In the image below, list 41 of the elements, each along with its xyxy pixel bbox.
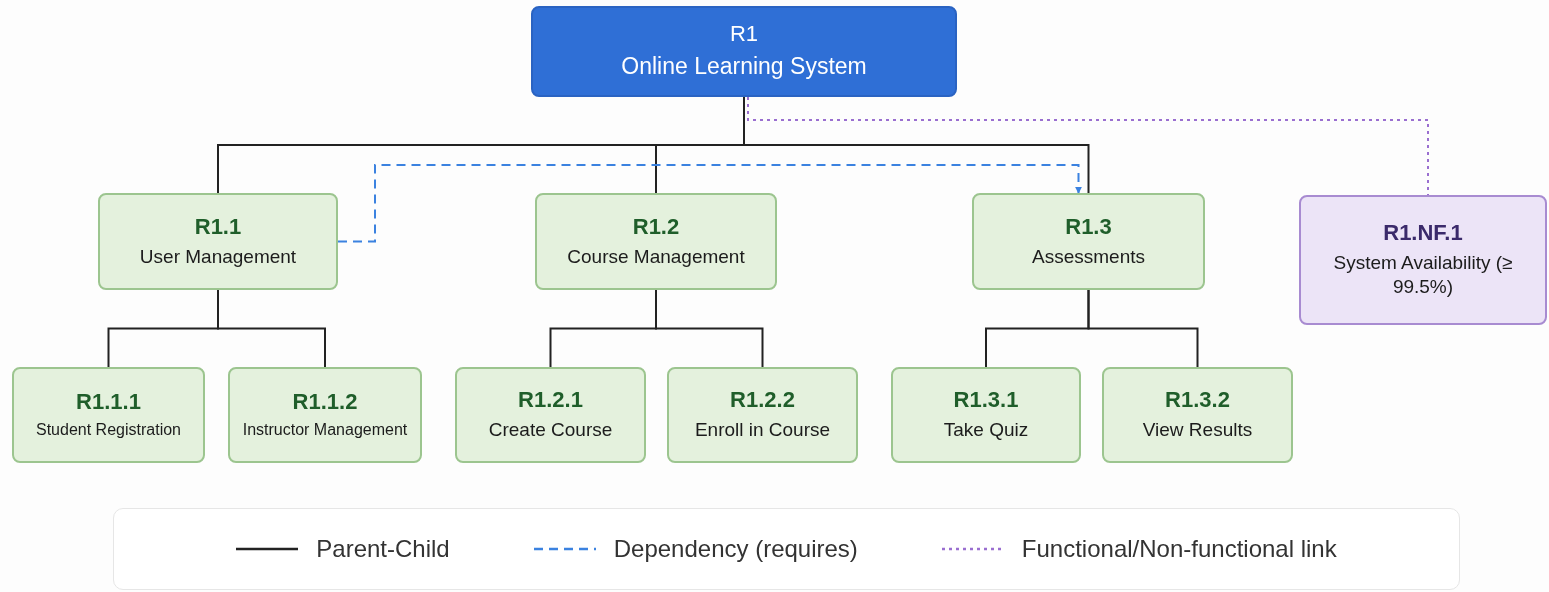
connector-line [217, 289, 326, 368]
requirement-id: R1.1.1 [76, 389, 141, 415]
requirement-box [891, 367, 1081, 463]
requirement-name: Take Quiz [942, 418, 1030, 442]
requirement-box [12, 367, 205, 463]
requirement-name: Assessments [1031, 244, 1146, 269]
requirement-id: R1.1 [194, 214, 242, 239]
legend-text: Dependency (requires) [613, 535, 858, 563]
legend-text: Functional/Non-functional link [1021, 535, 1337, 563]
requirement-name: Student Registration [35, 420, 182, 441]
requirement-id: R1.NF.1 [1383, 221, 1463, 246]
requirement-box [1102, 367, 1293, 463]
requirement-id: R1.1.2 [292, 389, 358, 415]
requirement-name: Create Course [487, 418, 614, 442]
requirement-name: View Results [1141, 418, 1254, 442]
requirement-name: Instructor Management [241, 420, 409, 441]
requirement-name: User Management [138, 244, 298, 269]
requirement-id: R1.3.1 [953, 388, 1019, 413]
requirement-box [972, 193, 1205, 290]
dependency-arrow [337, 164, 1082, 243]
requirement-name: Online Learning System [620, 52, 868, 81]
requirement-id: R1 [729, 22, 759, 47]
requirement-box [455, 367, 646, 463]
requirement-box [667, 367, 858, 463]
requirement-id: R1.2.2 [730, 388, 795, 413]
requirement-box [98, 193, 338, 290]
requirement-box [535, 193, 777, 290]
requirement-name: Course Management [566, 244, 746, 269]
requirement-id: R1.3 [1065, 214, 1112, 239]
requirement-id: R1.2 [632, 214, 680, 239]
requirement-name: System Availability (≥ 99.5%) [1332, 251, 1514, 299]
non-functional-requirement-box [1299, 195, 1547, 325]
connector-line [655, 289, 764, 368]
root-requirement-box [531, 6, 957, 97]
requirement-name: Enroll in Course [693, 418, 832, 442]
requirement-id: R1.3.2 [1165, 388, 1230, 413]
legend-text: Parent-Child [316, 535, 450, 563]
requirement-box [228, 367, 422, 463]
requirement-id: R1.2.1 [518, 388, 583, 413]
connector-line [747, 96, 1429, 196]
connector-line [1087, 289, 1199, 368]
